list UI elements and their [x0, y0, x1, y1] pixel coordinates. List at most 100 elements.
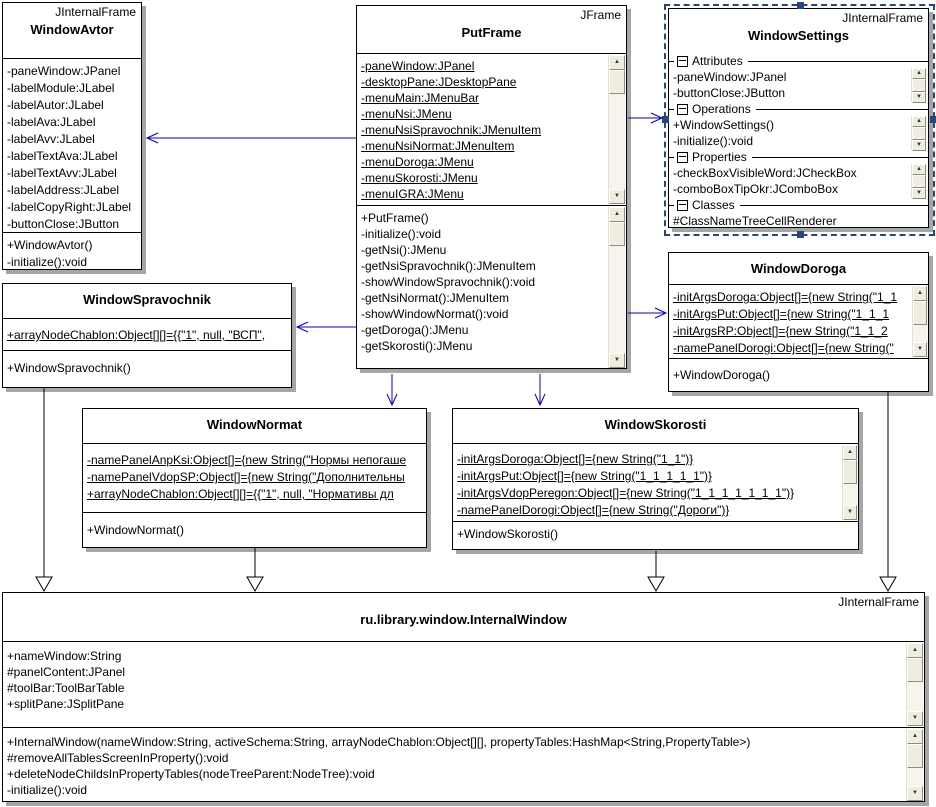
arrowhead-open-left — [145, 132, 159, 144]
class-header: WindowDoroga — [669, 253, 928, 285]
scroll-up-icon[interactable]: ▲ — [912, 116, 926, 127]
scroll-down-icon[interactable]: ▼ — [912, 92, 926, 103]
member-line: -checkBoxVisibleWord:JCheckBox — [673, 166, 857, 180]
attributes-compartment: -initArgsDoroga:Object[]={new String("1_… — [669, 285, 928, 359]
scroll-up-icon[interactable]: ▲ — [912, 68, 926, 79]
operations-compartment: +WindowNormat() — [83, 513, 426, 548]
attribute-line: -paneWindow:JPanel — [361, 59, 475, 73]
scroll-thumb[interactable] — [907, 744, 923, 768]
collapse-icon[interactable] — [677, 151, 688, 163]
class-window-settings[interactable]: JInternalFrame WindowSettings Attributes… — [668, 8, 929, 228]
attribute-line: -menuDoroga:JMenu — [361, 155, 474, 169]
scroll-thumb[interactable] — [912, 79, 926, 92]
class-window-spravochnik[interactable]: WindowSpravochnik +arrayNodeChablon:Obje… — [2, 283, 292, 388]
scroll-down-icon[interactable]: ▼ — [843, 505, 857, 520]
operations-compartment: +PutFrame()-initialize():void-getNsi():J… — [357, 206, 626, 369]
member-line: -buttonClose:JButton — [673, 86, 786, 100]
attributes-compartment: -namePanelAnpKsi:Object[]={new String("Н… — [83, 444, 426, 513]
operation-line: #removeAllTablesScreenInProperty():void — [7, 751, 229, 765]
class-internal-window[interactable]: JInternalFrame ru.library.window.Interna… — [2, 592, 925, 802]
arrowhead-open-right — [650, 112, 664, 124]
operation-line: +deleteNodeChildsInPropertyTables(nodeTr… — [7, 767, 375, 781]
section-label: Attributes — [692, 54, 743, 68]
vertical-scrollbar[interactable]: ▲▼ — [906, 643, 923, 726]
scroll-up-icon[interactable]: ▲ — [609, 55, 625, 70]
operations-compartment: +WindowSpravochnik() — [3, 351, 291, 388]
section-items: -checkBoxVisibleWord:JCheckBox -comboBoxT… — [669, 165, 928, 197]
section-items: +WindowSettings()-initialize():void — [669, 117, 928, 149]
attribute-line: -menuSkorosti:JMenu — [361, 171, 478, 185]
vertical-scrollbar[interactable]: ▲▼ — [608, 55, 625, 204]
attribute-line: -labelAva:JLabel — [7, 115, 96, 129]
scroll-thumb[interactable] — [913, 301, 927, 325]
scroll-down-icon[interactable]: ▼ — [907, 711, 923, 726]
scroll-thumb[interactable] — [912, 127, 926, 140]
selection-handle-top[interactable] — [797, 2, 804, 9]
attribute-line: #panelContent:JPanel — [7, 665, 126, 679]
class-put-frame[interactable]: JFrame PutFrame -paneWindow:JPanel-deskt… — [356, 5, 627, 369]
vertical-scrollbar[interactable]: ▲▼ — [842, 445, 857, 520]
vertical-scrollbar[interactable]: ▲▼ — [906, 729, 923, 801]
scroll-thumb[interactable] — [907, 658, 923, 682]
generalization-triangle — [879, 576, 897, 593]
section-header-classes: Classes — [669, 197, 928, 213]
vertical-scrollbar[interactable]: ▲▼ — [911, 116, 926, 151]
scroll-down-icon[interactable]: ▼ — [912, 188, 926, 199]
stereotype: JFrame — [580, 8, 621, 22]
scroll-thumb[interactable] — [843, 460, 857, 484]
attribute-line: +arrayNodeChablon:Object[][]={{"1", null… — [7, 328, 266, 342]
attribute-line: -menuNsiNormat:JMenuItem — [361, 139, 515, 153]
vertical-scrollbar[interactable]: ▲▼ — [608, 207, 625, 368]
member-line: #ClassNameTreeCellRenderer — [673, 214, 837, 228]
divider-line — [669, 108, 674, 110]
attribute-line: -initArgsDoroga:Object[]={new String("1_… — [673, 290, 898, 304]
operation-line: -initialize():void — [7, 783, 88, 797]
scroll-up-icon[interactable]: ▲ — [913, 286, 927, 301]
operations-compartment: +InternalWindow(nameWindow:String, activ… — [3, 728, 924, 802]
vertical-scrollbar[interactable]: ▲▼ — [912, 286, 927, 357]
scroll-up-icon[interactable]: ▲ — [609, 207, 625, 222]
scroll-up-icon[interactable]: ▲ — [907, 729, 923, 744]
collapse-icon[interactable] — [677, 103, 688, 115]
class-header: JInternalFrame ru.library.window.Interna… — [3, 593, 924, 642]
operation-line: +WindowSkorosti() — [457, 527, 559, 541]
class-window-doroga[interactable]: WindowDoroga -initArgsDoroga:Object[]={n… — [668, 252, 929, 392]
selection-handle-bottom[interactable] — [797, 231, 804, 238]
operation-line: -getSkorosti():JMenu — [361, 339, 473, 353]
scroll-down-icon[interactable]: ▼ — [912, 140, 926, 151]
scroll-up-icon[interactable]: ▲ — [843, 445, 857, 460]
attribute-line: -labelCopyRight:JLabel — [7, 200, 132, 214]
member-line: -comboBoxTipOkr:JComboBox — [673, 182, 838, 196]
attribute-line: -desktopPane:JDesktopPane — [361, 75, 517, 89]
vertical-scrollbar[interactable]: ▲▼ — [911, 164, 926, 199]
scroll-up-icon[interactable]: ▲ — [907, 643, 923, 658]
scroll-down-icon[interactable]: ▼ — [609, 353, 625, 368]
class-window-skorosti[interactable]: WindowSkorosti -initArgsDoroga:Object[]=… — [452, 408, 859, 550]
class-window-normat[interactable]: WindowNormat -namePanelAnpKsi:Object[]={… — [82, 408, 427, 548]
scroll-down-icon[interactable]: ▼ — [609, 189, 625, 204]
scroll-up-icon[interactable]: ▲ — [912, 164, 926, 175]
attribute-line: +nameWindow:String — [7, 649, 122, 663]
class-header: WindowNormat — [83, 409, 426, 444]
attribute-line: -labelTextAva:JLabel — [7, 149, 118, 163]
section-label: Properties — [692, 150, 747, 164]
scroll-thumb[interactable] — [912, 175, 926, 188]
operation-line: +PutFrame() — [361, 211, 429, 225]
class-window-avtor[interactable]: JInternalFrame WindowAvtor -paneWindow:J… — [2, 2, 142, 270]
scroll-thumb[interactable] — [609, 70, 625, 94]
operation-line: -showWindowNormat():void — [361, 307, 509, 321]
scroll-thumb[interactable] — [609, 222, 625, 246]
attribute-line: -initArgsPut:Object[]={new String("1_1_1… — [457, 469, 712, 483]
operation-line: -getDoroga():JMenu — [361, 323, 469, 337]
collapse-icon[interactable] — [677, 55, 688, 67]
vertical-scrollbar[interactable]: ▲▼ — [911, 68, 926, 103]
selection-border[interactable] — [662, 2, 936, 238]
attribute-line: -labelAvv:JLabel — [7, 132, 95, 146]
collapse-icon[interactable] — [677, 199, 688, 211]
selection-handle-right[interactable] — [930, 116, 936, 123]
attribute-line: -buttonClose:JButton — [7, 217, 120, 231]
scroll-down-icon[interactable]: ▼ — [913, 342, 927, 357]
scroll-down-icon[interactable]: ▼ — [907, 786, 923, 801]
selection-handle-left[interactable] — [662, 116, 669, 123]
class-name: ru.library.window.InternalWindow — [360, 612, 567, 627]
